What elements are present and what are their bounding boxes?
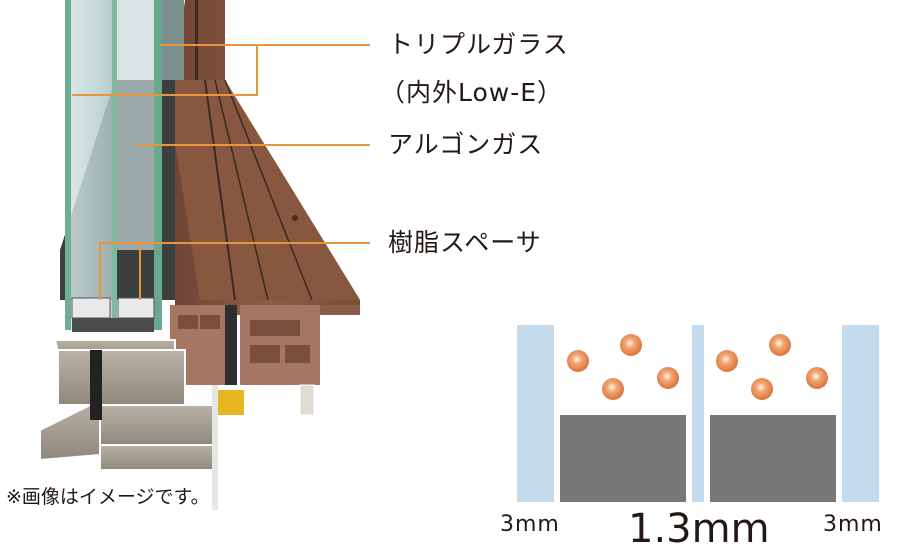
middle-glass-pane xyxy=(692,325,704,502)
wood-frame xyxy=(165,0,360,312)
callout-triple-glass: トリプルガラス xyxy=(388,30,569,59)
glass-gap-diagram xyxy=(517,325,879,502)
image-disclaimer-note: ※画像はイメージです。 xyxy=(6,486,210,508)
left-glass-thickness: 3mm xyxy=(500,512,560,537)
leader-lines xyxy=(72,44,370,300)
spacer-right xyxy=(710,415,836,502)
callout-resin-spacer: 樹脂スペーサ xyxy=(388,228,542,257)
resin-spacers xyxy=(71,297,155,332)
middle-glass-thickness: 1.3mm xyxy=(628,506,770,552)
spacer-left xyxy=(560,415,686,502)
resin-frame-profile xyxy=(170,305,360,385)
triple-glass-panes xyxy=(65,0,184,330)
right-glass-thickness: 3mm xyxy=(823,512,883,537)
callout-triple-glass-lowe: （内外Low-E） xyxy=(380,78,564,107)
aluminum-frame xyxy=(39,339,315,510)
argon-gas-particles xyxy=(567,334,828,400)
thermal-break xyxy=(218,390,244,415)
callout-argon-gas: アルゴンガス xyxy=(388,130,544,159)
left-glass-pane xyxy=(517,325,554,502)
right-glass-pane xyxy=(842,325,879,502)
